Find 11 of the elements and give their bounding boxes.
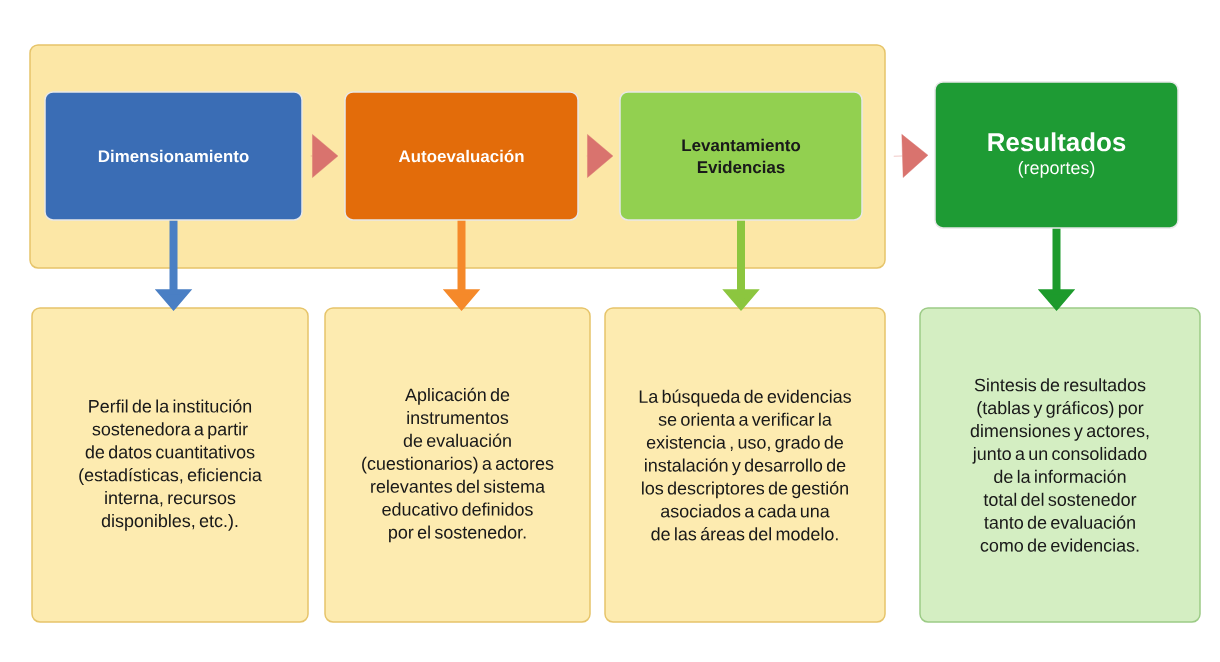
result-box: Resultados (reportes) bbox=[934, 81, 1179, 229]
step-box: Levantamiento Evidencias bbox=[619, 91, 863, 221]
description-box: Aplicación de instrumentos de evaluación (cuestionarios) a actores relevantes del sistema educativo definidos por el sostenedor. bbox=[324, 307, 591, 623]
chevron-arrow bbox=[586, 134, 614, 178]
step-box: Dimensionamiento bbox=[44, 91, 303, 221]
description-box: Perfil de la institución sostenedora a partir de datos cuantitativos (estadísticas, eficiencia interna, recursos disponibles, etc.). bbox=[31, 307, 309, 623]
description-box: Sintesis de resultados (tablas y gráficos) por dimensiones y actores, junto a un consolidado de la información total del sostenedor tanto de evaluación como de evidencias. bbox=[919, 307, 1201, 623]
description-box: La búsqueda de evidencias se orienta a verificar la existencia , uso, grado de instalación y desarrollo de los descriptores de gestión asociados a cada una de las áreas del modelo. bbox=[604, 307, 886, 623]
step-box: Autoevaluación bbox=[344, 91, 579, 221]
chevron-arrow bbox=[310, 134, 339, 178]
chevron-arrow bbox=[893, 134, 929, 178]
